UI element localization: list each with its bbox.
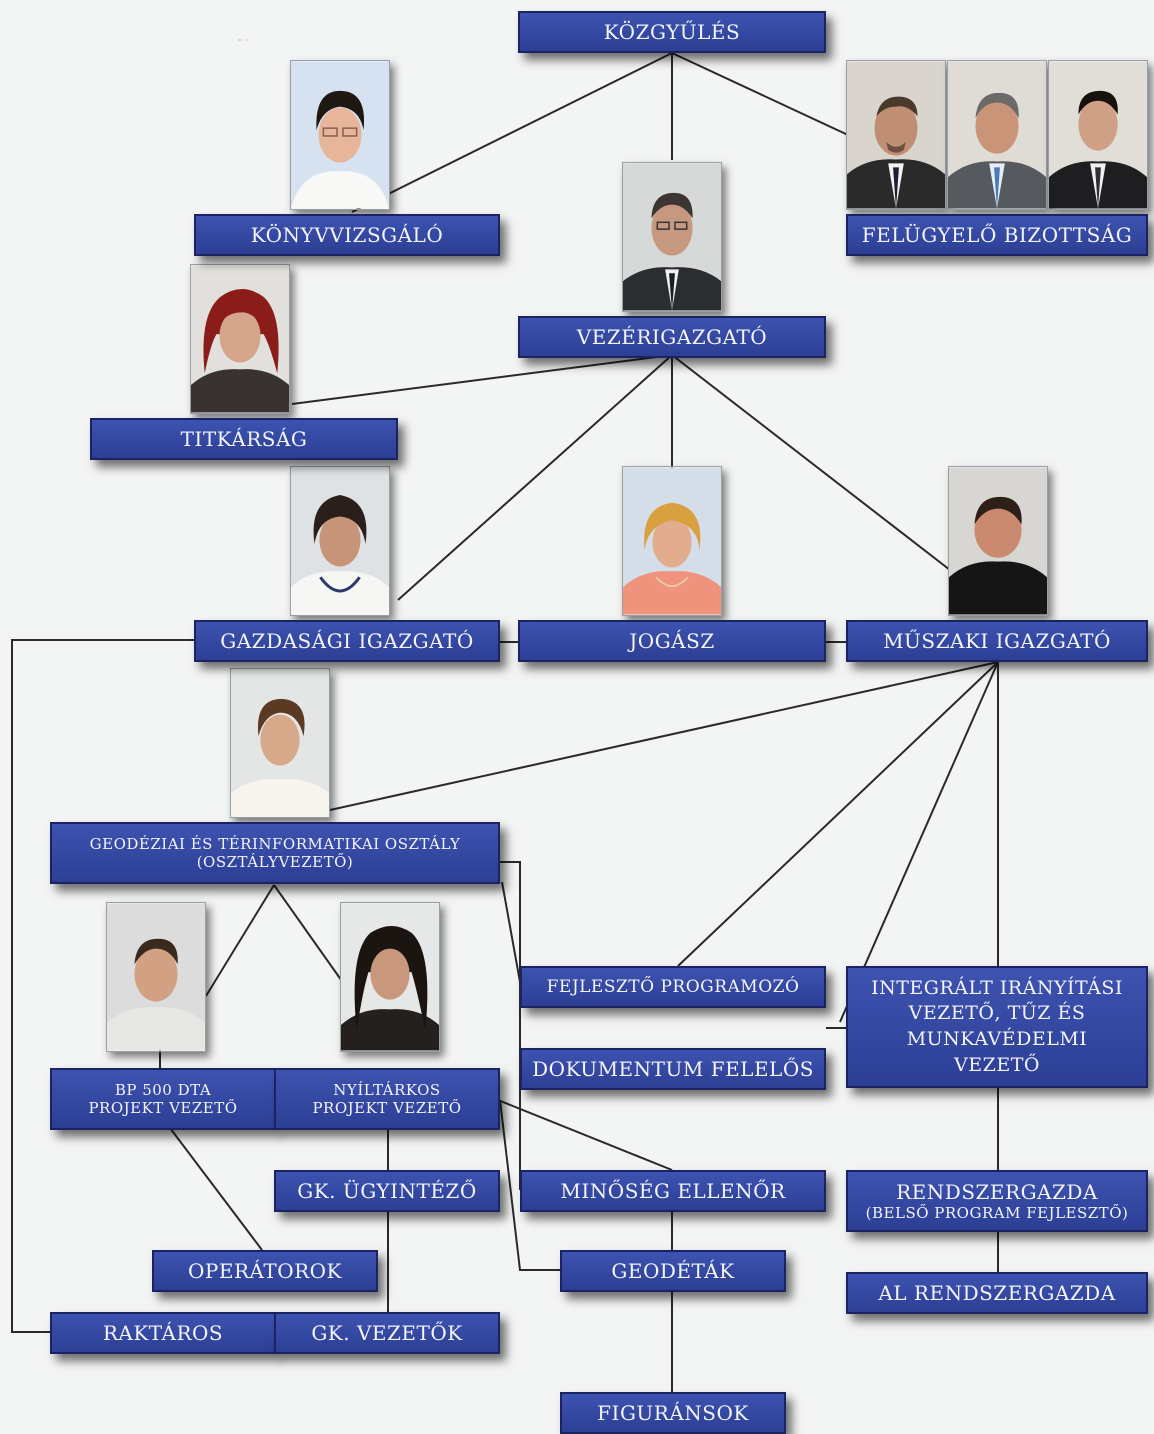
integralt-label-line4: VEZETŐ (954, 1053, 1040, 1076)
titkarsag-box: TITKÁRSÁG (90, 418, 398, 460)
dokumentum-felelos-box: DOKUMENTUM FELELŐS (520, 1048, 826, 1090)
raktaros-box: RAKTÁROS (50, 1312, 276, 1354)
felugyelo-bizottsag-box: FELÜGYELŐ BIZOTTSÁG (846, 214, 1148, 256)
connector (671, 52, 849, 136)
nyiltarkos-label-line1: NYÍLTÁRKOS (333, 1081, 441, 1099)
jogasz-label: JOGÁSZ (629, 629, 715, 653)
gazdasagi-igazgato-label: GAZDASÁGI IGAZGATÓ (220, 629, 474, 653)
connector (329, 661, 999, 811)
al-rendszergazda-box: AL RENDSZERGAZDA (846, 1272, 1148, 1314)
connector (497, 1099, 673, 1171)
connector (671, 354, 951, 571)
operatorok-label: OPERÁTOROK (188, 1259, 342, 1283)
vezerigazgato-label: VEZÉRIGAZGATÓ (576, 325, 768, 349)
geodetak-box: GEODÉTÁK (560, 1250, 786, 1292)
fejleszto-programozo-label: FEJLESZTŐ PROGRAMOZÓ (546, 976, 800, 997)
geodeziai-photo (230, 668, 330, 818)
rendszergazda-box: RENDSZERGAZDA (BELSŐ PROGRAM FEJLESZTŐ) (846, 1170, 1148, 1232)
titkarsag-photo (190, 264, 290, 414)
fejleszto-programozo-box: FEJLESZTŐ PROGRAMOZÓ (520, 966, 826, 1008)
rendszergazda-label-line1: RENDSZERGAZDA (896, 1180, 1098, 1204)
connector (205, 884, 275, 997)
connector (169, 1127, 263, 1251)
connector (499, 1099, 560, 1271)
geodeziai-label-line2: (OSZTÁLYVEZETŐ) (196, 853, 354, 871)
vezerigazgato-box: VEZÉRIGAZGATÓ (518, 316, 826, 358)
figuransok-box: FIGURÁNSOK (560, 1392, 786, 1434)
jogasz-box: JOGÁSZ (518, 620, 826, 662)
konyvvizsgalo-box: KÖNYVVIZSGÁLÓ (194, 214, 500, 256)
kozgyules-label: KÖZGYŰLÉS (603, 20, 741, 44)
gk-vezetok-label: GK. VEZETŐK (311, 1321, 463, 1345)
connector (500, 861, 521, 1190)
bp500-photo (106, 902, 206, 1052)
dokumentum-felelos-label: DOKUMENTUM FELELŐS (532, 1057, 814, 1081)
geodeziai-osztaly-box: GEODÉZIAI ÉS TÉRINFORMATIKAI OSZTÁLY (OS… (50, 822, 500, 884)
connector (11, 639, 194, 1333)
scan-artifact: ·· · (238, 36, 249, 45)
muszaki-igazgato-label: MŰSZAKI IGAZGATÓ (883, 629, 1111, 653)
felugyelo-bizottsag-label: FELÜGYELŐ BIZOTTSÁG (861, 223, 1133, 247)
connector (501, 881, 521, 983)
al-rendszergazda-label: AL RENDSZERGAZDA (878, 1281, 1116, 1305)
connector (351, 52, 673, 213)
jogasz-photo (622, 466, 722, 616)
integralt-label-line3: MUNKAVÉDELMI (906, 1028, 1088, 1050)
rendszergazda-label-line2: (BELSŐ PROGRAM FEJLESZTŐ) (865, 1204, 1129, 1222)
connector (677, 661, 999, 967)
figuransok-label: FIGURÁNSOK (597, 1401, 749, 1425)
integralt-iranyitasi-box: INTEGRÁLT IRÁNYÍTÁSI VEZETŐ, TŰZ ÉS MUNK… (846, 966, 1148, 1088)
connector (273, 884, 345, 985)
bp500-label-line1: BP 500 DTA (114, 1081, 212, 1099)
gk-ugyintezo-label: GK. ÜGYINTÉZŐ (297, 1179, 477, 1203)
gk-vezetok-box: GK. VEZETŐK (274, 1312, 500, 1354)
bp500-label-line2: PROJEKT VEZETŐ (88, 1099, 238, 1117)
konyvvizsgalo-photo (290, 60, 390, 210)
felugyelo-photo-3 (1048, 60, 1148, 210)
titkarsag-label: TITKÁRSÁG (180, 427, 308, 451)
gazdasagi-igazgato-box: GAZDASÁGI IGAZGATÓ (194, 620, 500, 662)
nyiltarkos-label-line2: PROJEKT VEZETŐ (312, 1099, 462, 1117)
muszaki-photo (948, 466, 1048, 616)
connector (839, 661, 999, 1023)
kozgyules-box: KÖZGYŰLÉS (518, 11, 826, 53)
nyiltarkos-projekt-vezeto-box: NYÍLTÁRKOS PROJEKT VEZETŐ (274, 1068, 500, 1130)
integralt-label-line2: VEZETŐ, TŰZ ÉS (908, 1002, 1086, 1025)
felugyelo-photo-2 (947, 60, 1047, 210)
geodetak-label: GEODÉTÁK (611, 1259, 735, 1283)
gk-ugyintezo-box: GK. ÜGYINTÉZŐ (274, 1170, 500, 1212)
integralt-label-line1: INTEGRÁLT IRÁNYÍTÁSI (871, 976, 1123, 999)
minoseg-ellenor-label: MINŐSÉG ELLENŐR (560, 1179, 786, 1203)
raktaros-label: RAKTÁROS (102, 1321, 224, 1345)
felugyelo-photo-1 (846, 60, 946, 210)
nyiltarkos-photo (340, 902, 440, 1052)
muszaki-igazgato-box: MŰSZAKI IGAZGATÓ (846, 620, 1148, 662)
konyvvizsgalo-label: KÖNYVVIZSGÁLÓ (250, 223, 444, 247)
operatorok-box: OPERÁTOROK (152, 1250, 378, 1292)
connector (397, 354, 673, 601)
vezerigazgato-photo (622, 162, 722, 312)
minoseg-ellenor-box: MINŐSÉG ELLENŐR (520, 1170, 826, 1212)
connector (291, 354, 673, 405)
gazdasagi-photo (290, 466, 390, 616)
bp500-projekt-vezeto-box: BP 500 DTA PROJEKT VEZETŐ (50, 1068, 276, 1130)
geodeziai-label-line1: GEODÉZIAI ÉS TÉRINFORMATIKAI OSZTÁLY (89, 835, 461, 853)
